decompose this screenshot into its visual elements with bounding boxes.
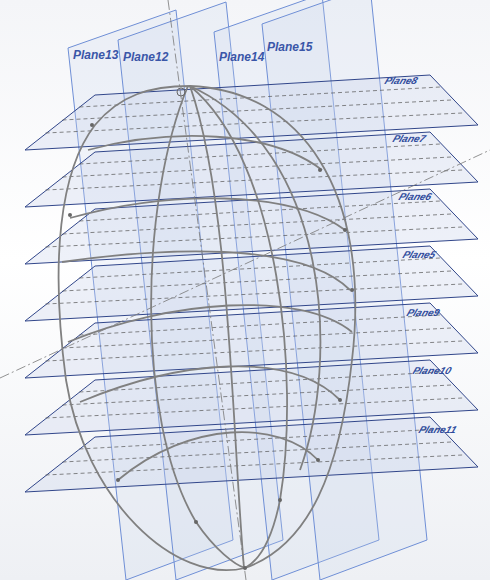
plane-label: Plane10 xyxy=(409,364,454,378)
horizontal-plane xyxy=(25,75,478,150)
horizontal-plane xyxy=(25,246,478,321)
section-line xyxy=(46,144,463,190)
horizontal-plane xyxy=(25,189,478,264)
plane-label: Plane8 xyxy=(381,74,420,88)
section-line xyxy=(46,258,463,304)
plane-label: Plane11 xyxy=(415,423,459,437)
plane-label: Plane9 xyxy=(403,306,442,320)
plane-label: Plane15 xyxy=(266,40,313,54)
plane-label: Plane7 xyxy=(389,132,428,146)
plane-label: Plane12 xyxy=(122,50,169,64)
section-line xyxy=(46,429,463,475)
plane-label: Plane6 xyxy=(395,190,434,204)
horizontal-plane xyxy=(25,417,478,492)
plane-label: Plane13 xyxy=(72,48,119,62)
horizontal-plane xyxy=(25,132,478,207)
section-line xyxy=(46,87,463,133)
plane-label: Plane5 xyxy=(399,248,438,262)
section-line xyxy=(46,372,463,418)
section-line xyxy=(46,315,463,361)
plane-label: Plane14 xyxy=(218,50,265,64)
